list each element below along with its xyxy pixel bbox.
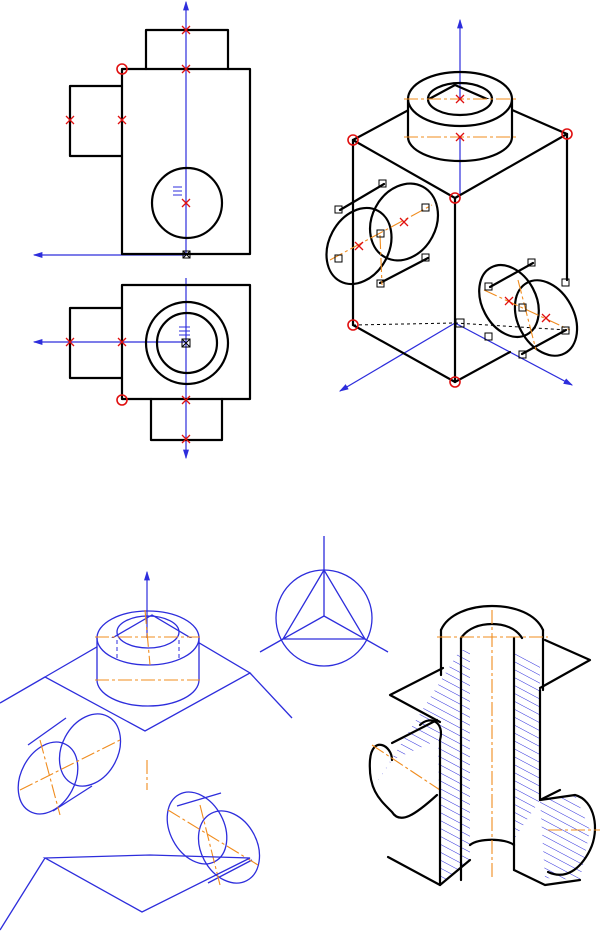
plane-extension bbox=[249, 672, 293, 719]
right-cylinder bbox=[478, 261, 579, 357]
selected-point[interactable] bbox=[116, 63, 128, 75]
snap-points[interactable] bbox=[354, 94, 551, 323]
box-bottom-edges bbox=[351, 323, 512, 384]
left-cylinder bbox=[325, 182, 440, 286]
isometric-section[interactable] bbox=[368, 604, 600, 887]
boss-rim bbox=[439, 604, 545, 632]
plane-extension bbox=[0, 676, 46, 704]
isometric-axes-symbol bbox=[259, 536, 389, 667]
left-branch-top bbox=[390, 718, 439, 745]
bottom-plane bbox=[42, 854, 251, 913]
section-hatch-bottom bbox=[540, 795, 590, 880]
grip-point[interactable] bbox=[182, 250, 191, 259]
boss-outer bbox=[144, 300, 230, 386]
right-branch bbox=[538, 793, 597, 876]
flatness-symbol-icon bbox=[173, 186, 182, 196]
box-top-back-edges bbox=[351, 83, 569, 142]
flatness-symbol-icon bbox=[179, 326, 190, 336]
top-view[interactable] bbox=[32, 278, 252, 460]
bore-bottom bbox=[468, 838, 516, 847]
boss-inner bbox=[155, 311, 219, 375]
side-boss bbox=[68, 84, 124, 158]
side-boss bbox=[68, 306, 124, 380]
snap-points[interactable] bbox=[65, 25, 191, 208]
right-cylinder bbox=[166, 791, 261, 886]
x-axis bbox=[338, 322, 456, 392]
side-hole bbox=[150, 166, 224, 240]
left-branch bbox=[368, 743, 439, 819]
isometric-view[interactable] bbox=[314, 18, 590, 392]
top-boss bbox=[144, 28, 230, 71]
snap-points[interactable] bbox=[65, 337, 191, 444]
left-cylinder bbox=[17, 713, 122, 816]
boss-inner bbox=[116, 615, 180, 649]
section-hatch-right bbox=[514, 650, 540, 840]
selected-points[interactable] bbox=[347, 128, 573, 388]
front-view[interactable] bbox=[32, 0, 252, 259]
plate-edge-right bbox=[538, 638, 592, 690]
grip-point[interactable] bbox=[181, 338, 191, 348]
grip-points[interactable] bbox=[334, 179, 570, 359]
selected-point[interactable] bbox=[116, 394, 128, 406]
center-line bbox=[144, 609, 151, 666]
right-branch-top bbox=[538, 788, 562, 802]
isometric-construction[interactable] bbox=[0, 570, 293, 931]
plane-extension bbox=[0, 857, 46, 931]
bottom-edge-right bbox=[512, 868, 582, 887]
center-line bbox=[371, 744, 441, 791]
left-branch-curve bbox=[418, 719, 443, 742]
plate-edge-left bbox=[388, 666, 445, 724]
y-axis bbox=[454, 322, 574, 386]
boss-top bbox=[96, 610, 200, 666]
section-hatch-left bbox=[372, 650, 470, 885]
